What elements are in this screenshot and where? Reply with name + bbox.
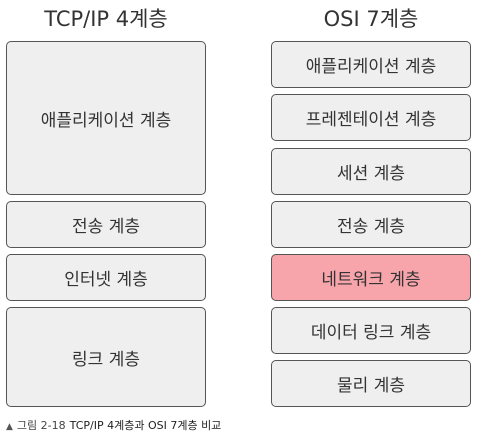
osi-network-layer: 네트워크 계층 [271,254,471,301]
tcpip-column-title: TCP/IP 4계층 [44,7,168,31]
tcpip-application-layer: 애플리케이션 계층 [6,41,206,195]
osi-presentation-layer: 프레젠테이션 계층 [271,94,471,141]
osi-session-layer: 세션 계층 [271,148,471,195]
osi-column-title: OSI 7계층 [323,7,419,31]
osi-transport-layer: 전송 계층 [271,201,471,248]
tcpip-transport-layer: 전송 계층 [6,201,206,248]
tcpip-link-layer: 링크 계층 [6,307,206,407]
caption-marker-icon: ▲ [6,422,13,432]
osi-physical-layer: 물리 계층 [271,360,471,407]
tcpip-internet-layer: 인터넷 계층 [6,254,206,301]
figure-number: 그림 2-18 [16,419,66,432]
osi-application-layer: 애플리케이션 계층 [271,41,471,88]
figure-title: TCP/IP 4계층과 OSI 7계층 비교 [69,419,222,432]
osi-data-link-layer: 데이터 링크 계층 [271,307,471,354]
